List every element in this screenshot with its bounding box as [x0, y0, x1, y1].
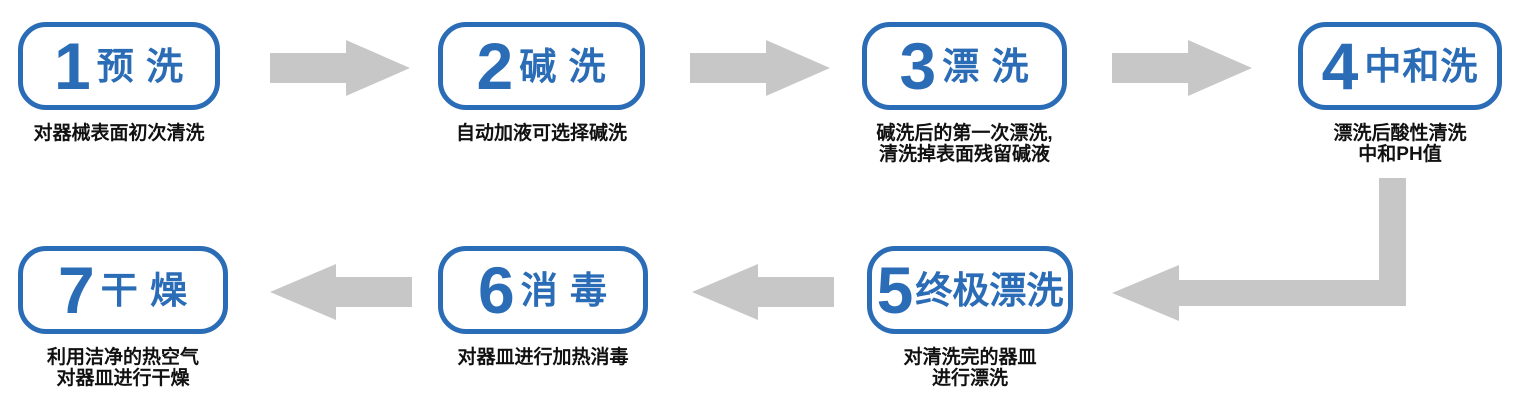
- arrow-elbow-down-left-icon: [1112, 178, 1406, 321]
- step-7-dry: 7 干 燥 利用洁净的热空气 对器皿进行干燥: [8, 246, 238, 389]
- step-2-label: 碱 洗: [519, 45, 607, 87]
- step-5-number: 5: [876, 253, 914, 327]
- step-5-final-rinse: 5 终极漂洗 对清洗完的器皿 进行漂洗: [857, 246, 1083, 389]
- step-2-alkaline-wash: 2 碱 洗 自动加液可选择碱洗: [428, 22, 655, 144]
- arrow-right-icon: [270, 40, 410, 96]
- step-5-label: 终极漂洗: [915, 269, 1064, 311]
- step-6-disinfect: 6 消 毒 对器皿进行加热消毒: [428, 246, 658, 368]
- arrow-left-icon: [692, 264, 834, 320]
- step-7-number: 7: [58, 253, 95, 327]
- step-4-badge: 4 中和洗: [1298, 22, 1502, 110]
- step-2-description: 自动加液可选择碱洗: [455, 123, 627, 144]
- step-5-badge: 5 终极漂洗: [867, 246, 1073, 334]
- step-3-description: 碱洗后的第一次漂洗, 清洗掉表面残留碱液: [876, 123, 1053, 165]
- step-1-label: 预 洗: [96, 45, 184, 87]
- step-1-number: 1: [54, 29, 91, 103]
- step-3-label: 漂 洗: [942, 45, 1030, 87]
- step-1-badge: 1 预 洗: [18, 22, 220, 110]
- arrow-right-icon: [690, 40, 830, 96]
- step-3-badge: 3 漂 洗: [862, 22, 1067, 110]
- step-4-label: 中和洗: [1364, 45, 1479, 87]
- step-6-number: 6: [478, 253, 515, 327]
- step-4-description: 漂洗后酸性清洗 中和PH值: [1333, 123, 1467, 165]
- step-7-label: 干 燥: [100, 269, 188, 311]
- step-1-prewash: 1 预 洗 对器械表面初次清洗: [8, 22, 230, 144]
- arrow-right-icon: [1112, 40, 1252, 96]
- step-2-badge: 2 碱 洗: [438, 22, 645, 110]
- step-3-number: 3: [899, 29, 937, 103]
- step-4-neutralize-wash: 4 中和洗 漂洗后酸性清洗 中和PH值: [1288, 22, 1512, 165]
- step-2-number: 2: [476, 29, 514, 103]
- step-6-description: 对器皿进行加热消毒: [457, 347, 629, 368]
- step-6-label: 消 毒: [520, 269, 608, 311]
- step-6-badge: 6 消 毒: [438, 246, 648, 334]
- step-7-badge: 7 干 燥: [18, 246, 228, 334]
- step-1-description: 对器械表面初次清洗: [33, 123, 205, 144]
- arrow-left-icon: [270, 264, 412, 320]
- step-3-rinse: 3 漂 洗 碱洗后的第一次漂洗, 清洗掉表面残留碱液: [842, 22, 1087, 165]
- step-5-description: 对清洗完的器皿 进行漂洗: [903, 347, 1037, 389]
- step-7-description: 利用洁净的热空气 对器皿进行干燥: [46, 347, 199, 389]
- step-4-number: 4: [1321, 29, 1359, 103]
